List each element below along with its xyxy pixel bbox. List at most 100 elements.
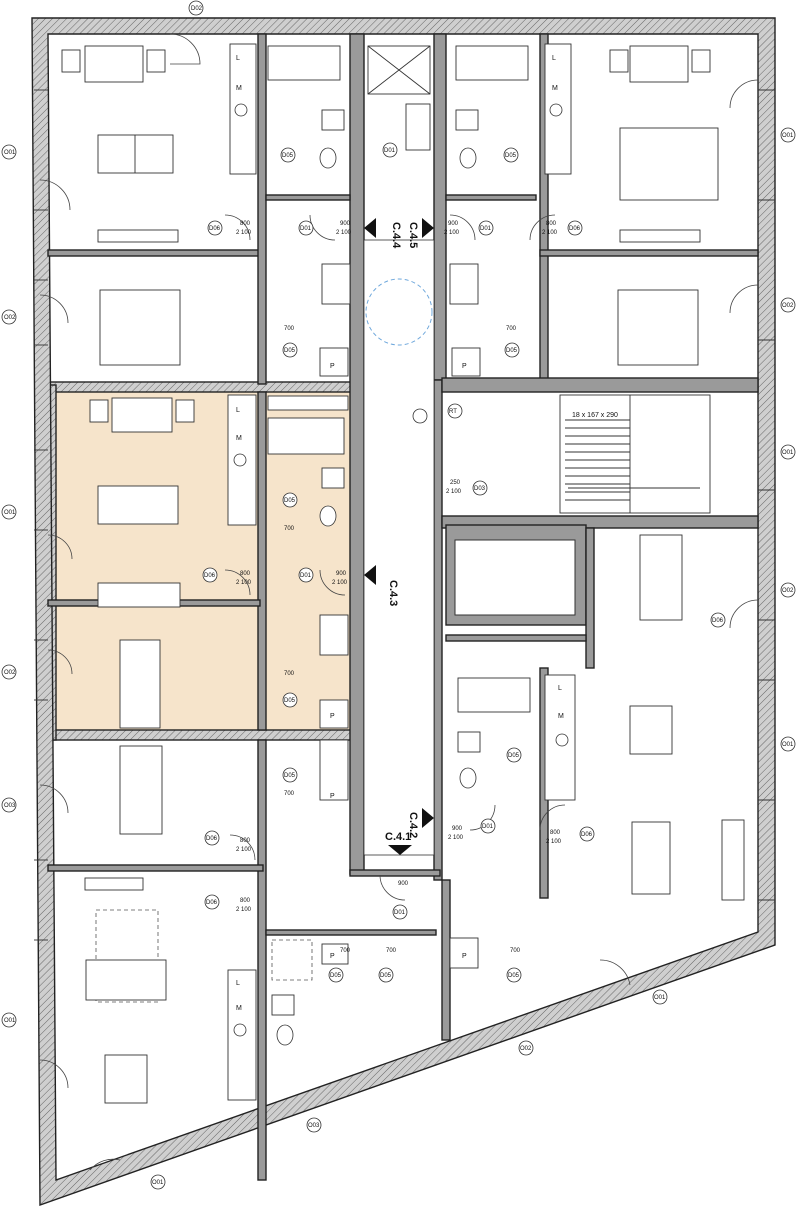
svg-text:900: 900 [340,221,351,227]
svg-text:2 100: 2 100 [236,907,252,913]
svg-text:RT: RT [449,409,457,415]
svg-text:D05: D05 [330,973,342,979]
svg-text:2 100: 2 100 [332,580,348,586]
section-c42: C.4.2 [407,812,419,838]
svg-text:D06: D06 [206,836,218,842]
svg-text:D01: D01 [480,226,492,232]
svg-text:800: 800 [240,571,251,577]
svg-text:800: 800 [240,898,251,904]
svg-text:O01: O01 [4,510,16,516]
svg-text:M: M [236,1005,242,1012]
svg-text:D05: D05 [505,153,517,159]
svg-text:800: 800 [546,221,557,227]
svg-text:L: L [558,685,562,692]
svg-text:D01: D01 [394,910,406,916]
svg-text:800: 800 [550,830,561,836]
stair: 18 x 167 x 290 [559,394,711,514]
bathrooms-top [267,45,529,377]
svg-text:P: P [330,363,335,370]
corridor-wall-left [349,33,365,875]
svg-text:900: 900 [452,826,463,832]
outer-wall [31,17,776,1206]
corridor-floor [363,239,435,856]
furniture-top-right [544,43,719,366]
svg-text:P: P [330,713,335,720]
svg-text:D01: D01 [300,573,312,579]
furniture-right-middle [449,534,745,969]
svg-text:D01: D01 [300,226,312,232]
furniture-highlighted [89,394,349,729]
svg-text:O02: O02 [4,670,16,676]
svg-text:2 100: 2 100 [546,839,562,845]
svg-text:D06: D06 [569,226,581,232]
furniture-lower-left [84,739,349,1104]
svg-text:L: L [236,980,240,987]
svg-text:M: M [236,85,242,92]
windows [34,89,775,941]
element-tags: D02 D05 D01 D05 D06 D01 D01 D06 D05 D05 … [188,0,726,983]
corridor-circle [365,278,433,346]
svg-text:D05: D05 [284,773,296,779]
doors [39,33,759,1171]
svg-text:2 100: 2 100 [542,230,558,236]
svg-text:D05: D05 [282,153,294,159]
svg-text:700: 700 [284,791,295,797]
svg-text:O01: O01 [654,995,666,1001]
svg-text:D05: D05 [284,698,296,704]
svg-text:D05: D05 [506,348,518,354]
svg-text:700: 700 [284,326,295,332]
svg-text:D03: D03 [474,486,486,492]
svg-text:900: 900 [448,221,459,227]
svg-text:250: 250 [450,480,461,486]
svg-text:700: 700 [510,948,521,954]
svg-text:O03: O03 [4,803,16,809]
svg-text:O01: O01 [4,1018,16,1024]
svg-text:D06: D06 [204,573,216,579]
svg-text:2 100: 2 100 [336,230,352,236]
svg-text:P: P [462,363,467,370]
svg-text:M: M [558,713,564,720]
section-c44: C.4.4 [390,222,402,249]
svg-text:2 100: 2 100 [236,230,252,236]
svg-text:800: 800 [240,221,251,227]
svg-text:M: M [552,85,558,92]
svg-text:D06: D06 [206,900,218,906]
svg-text:D01: D01 [482,824,494,830]
door-dimensions: 900 2 100 900 2 100 800 2 100 800 2 100 … [236,221,562,954]
svg-text:L: L [552,55,556,62]
svg-text:2 100: 2 100 [448,835,464,841]
corridor-wall-right-lower [433,379,443,881]
svg-text:D05: D05 [284,348,296,354]
svg-text:O02: O02 [4,315,16,321]
svg-text:D06: D06 [209,226,221,232]
svg-text:L: L [236,55,240,62]
svg-text:800: 800 [240,838,251,844]
section-c41: C.4.1 [385,831,411,843]
svg-text:700: 700 [284,526,295,532]
stair-label: 18 x 167 x 290 [572,412,618,419]
svg-text:O02: O02 [782,303,794,309]
corridor-wall-right [433,33,447,381]
svg-text:L: L [236,407,240,414]
svg-text:700: 700 [506,326,517,332]
svg-text:O01: O01 [4,150,16,156]
svg-text:O01: O01 [782,133,794,139]
highlighted-apartment-wall-bottom [47,729,365,741]
svg-text:D02: D02 [191,6,203,12]
svg-text:700: 700 [340,948,351,954]
svg-text:O02: O02 [520,1046,532,1052]
svg-text:O01: O01 [152,1180,164,1186]
highlighted-apartment-wall-top [47,381,365,393]
svg-text:900: 900 [336,571,347,577]
section-markers: C.4.5 C.4.4 C.4.3 C.4.2 C.4.1 [364,218,434,855]
svg-text:O01: O01 [782,742,794,748]
section-c43: C.4.3 [387,580,399,606]
svg-text:700: 700 [284,671,295,677]
svg-text:900: 900 [398,881,409,887]
svg-text:M: M [236,435,242,442]
svg-text:D05: D05 [380,973,392,979]
furniture-top-left [61,43,257,366]
svg-text:2 100: 2 100 [236,847,252,853]
svg-text:2 100: 2 100 [236,580,252,586]
